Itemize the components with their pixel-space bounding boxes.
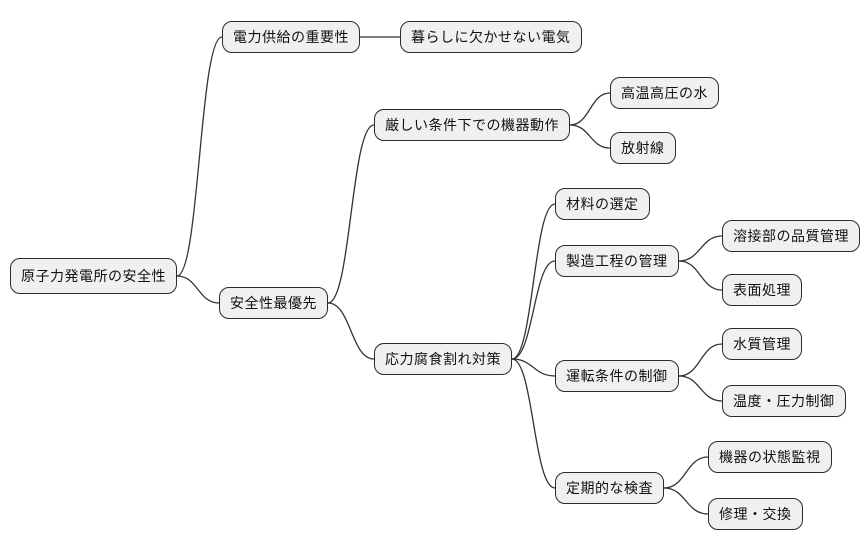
- mindmap-link: [327, 124, 375, 304]
- mindmap-link: [663, 487, 709, 515]
- node-electricity-essential-to-life[interactable]: 暮らしに欠かせない電気: [400, 21, 582, 53]
- mindmap-link: [678, 375, 723, 402]
- node-high-temp-high-pressure-water[interactable]: 高温高圧の水: [610, 77, 719, 109]
- node-surface-treatment[interactable]: 表面処理: [722, 274, 802, 306]
- node-weld-quality-control[interactable]: 溶接部の品質管理: [722, 220, 860, 252]
- node-manufacturing-process-control[interactable]: 製造工程の管理: [555, 245, 679, 277]
- mindmap-link: [569, 92, 611, 126]
- mindmap-link: [511, 358, 556, 377]
- mindmap-link: [176, 36, 223, 277]
- node-periodic-inspection[interactable]: 定期的な検査: [555, 472, 664, 504]
- node-operating-condition-control[interactable]: 運転条件の制御: [555, 360, 679, 392]
- mindmap-link: [678, 343, 723, 377]
- mindmap-link: [678, 235, 723, 262]
- node-equipment-operation-harsh-conditions[interactable]: 厳しい条件下での機器動作: [374, 109, 570, 141]
- node-temperature-pressure-control[interactable]: 温度・圧力制御: [722, 385, 846, 417]
- mindmap-link: [511, 260, 556, 360]
- node-power-supply-importance[interactable]: 電力供給の重要性: [222, 21, 360, 53]
- mindmap-link: [663, 456, 709, 489]
- mindmap-link: [511, 358, 556, 489]
- node-material-selection[interactable]: 材料の選定: [555, 188, 650, 220]
- mindmap-link: [176, 275, 220, 304]
- mindmap-link: [327, 302, 375, 360]
- mindmap-link: [569, 124, 611, 149]
- node-water-quality-management[interactable]: 水質管理: [722, 328, 802, 360]
- mindmap-link: [678, 260, 723, 291]
- node-stress-corrosion-cracking-measures[interactable]: 応力腐食割れ対策: [374, 343, 512, 375]
- node-safety-first[interactable]: 安全性最優先: [219, 287, 328, 319]
- node-repair-replacement[interactable]: 修理・交換: [708, 498, 803, 530]
- node-root[interactable]: 原子力発電所の安全性: [10, 258, 177, 294]
- node-equipment-condition-monitoring[interactable]: 機器の状態監視: [708, 441, 832, 473]
- node-radiation[interactable]: 放射線: [610, 132, 676, 164]
- mindmap-link: [511, 203, 556, 360]
